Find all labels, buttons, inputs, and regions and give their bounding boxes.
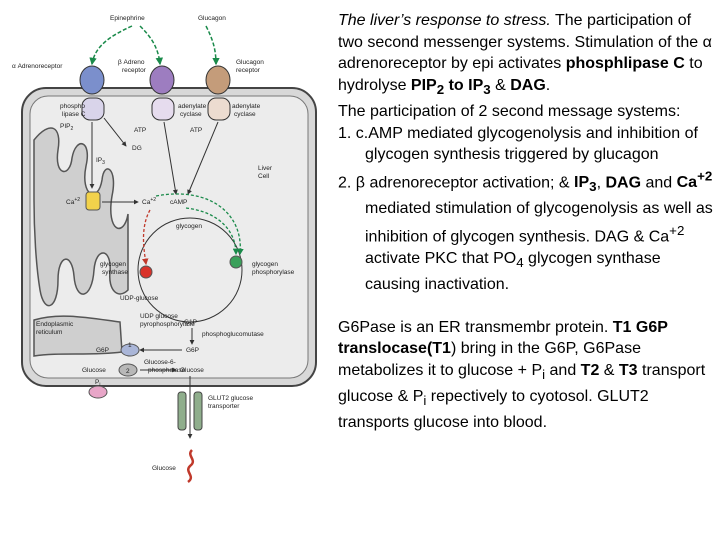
- er-label-2: reticulum: [36, 329, 62, 336]
- glycogen-phosphorylase-node: [229, 255, 243, 269]
- t1-label: 1: [128, 342, 132, 349]
- glucagon-receptor-label-2: receptor: [236, 67, 261, 74]
- udp-ppase-label-1: UDP glucose: [140, 313, 178, 320]
- alpha-receptor-label: α Adrenoreceptor: [12, 63, 63, 70]
- gp-label-2: phosphorylase: [252, 269, 295, 276]
- liver-cell-label-1: Liver: [258, 165, 273, 172]
- glycogen-synthase-node: [139, 265, 153, 279]
- ca-er-label: Ca+2: [66, 197, 80, 206]
- plc-label-1: phospho: [60, 103, 85, 110]
- g1p-label: G1P: [184, 319, 197, 326]
- gp-label-1: glycogen: [252, 261, 278, 268]
- liver-cell-label-2: Cell: [258, 173, 270, 180]
- atp-label-1: ATP: [134, 127, 146, 134]
- alpha-receptor: [79, 65, 105, 95]
- camp-arrow-2: [187, 121, 219, 195]
- beta-receptor-label-1: β Adreno: [118, 59, 145, 66]
- pgm-label: phosphoglucomutase: [202, 331, 264, 338]
- list-item-1: 1. c.AMP mediated glycogenolysis and inh…: [338, 124, 698, 164]
- title: The liver’s response to stress.: [338, 12, 551, 29]
- camp-to-phosphorylase: [185, 207, 240, 256]
- er-label-1: Endoplasmic: [36, 321, 74, 328]
- glucose-cyt-label: Glucose: [180, 367, 204, 374]
- glut2-right: [193, 391, 203, 431]
- adenylate-cyclase-2: [207, 97, 231, 121]
- ca-channel: [85, 191, 101, 211]
- adenylate-cyclase-1: [151, 97, 175, 121]
- dg-label: DG: [132, 145, 142, 152]
- epi-to-beta-arrow: [139, 25, 164, 66]
- ac1-label-1: adenylate: [178, 103, 207, 110]
- ca-to-phosphorylase: [155, 193, 244, 256]
- dg-arrow: [103, 117, 127, 147]
- g6pase-label-1: Glucose-6-: [144, 359, 176, 366]
- gs-label-2: synthase: [102, 269, 128, 276]
- g6p-er-label: G6P: [96, 347, 109, 354]
- ac2-label-1: adenylate: [232, 103, 261, 110]
- transporter-t2: [118, 363, 138, 377]
- glycogen-cycle: [137, 217, 243, 323]
- glycogen-label: glycogen: [176, 223, 202, 230]
- pip2-label: PIP2: [60, 123, 73, 132]
- gs-label-1: glycogen: [100, 261, 126, 268]
- glucagon-label: Glucagon: [198, 15, 226, 22]
- glucagon-receptor: [205, 65, 231, 95]
- ac1-label-2: cyclase: [180, 111, 202, 118]
- glut2-label-1: GLUT2 glucose: [208, 395, 254, 402]
- plc-label-2: lipase C: [62, 111, 86, 118]
- ca-cyt-label: Ca+2: [142, 197, 156, 206]
- explanation-text: The liver’s response to stress. The part…: [338, 10, 716, 434]
- endoplasmic-reticulum: [33, 127, 129, 307]
- udp-glucose-label: UDP-glucose: [120, 295, 159, 302]
- udp-ppase-label-2: pyrophosphorylase: [140, 321, 195, 328]
- glucagon-to-receptor-arrow: [205, 25, 220, 66]
- translocase-t1: [120, 343, 140, 357]
- list-item-2: 2. β adrenoreceptor activation; & IP3, D…: [338, 169, 713, 293]
- paragraph-1: The liver’s response to stress. The part…: [338, 12, 712, 98]
- phospholipase-c: [81, 97, 105, 121]
- epi-to-alpha-arrow: [89, 25, 133, 66]
- t2-label: 2: [126, 368, 130, 375]
- liver-cell-diagram: Epinephrine Glucagon α Adrenoreceptor β …: [12, 15, 317, 483]
- camp-arrow-1: [163, 121, 178, 195]
- blood-glucose-squiggle: [187, 449, 195, 483]
- epinephrine-label: Epinephrine: [110, 15, 145, 22]
- glucagon-receptor-label-1: Glucagon: [236, 59, 264, 66]
- glut2-label-2: transporter: [208, 403, 240, 410]
- transporter-t3: [88, 385, 108, 399]
- glut2-left: [177, 391, 187, 431]
- beta-receptor-label-2: receptor: [122, 67, 147, 74]
- pi-label: Pi: [95, 379, 100, 388]
- ac2-label-2: cyclase: [234, 111, 256, 118]
- camp-label: cAMP: [170, 199, 187, 206]
- glucose-out-label: Glucose: [152, 465, 176, 472]
- paragraph-2: The participation of 2 second message sy…: [338, 103, 681, 120]
- cytosol: [29, 95, 309, 379]
- glucose-er-label: Glucose: [82, 367, 106, 374]
- atp-label-2: ATP: [190, 127, 202, 134]
- beta-receptor: [149, 65, 175, 95]
- ip3-label: IP3: [96, 157, 105, 166]
- ca-to-synthase-inhibit: [142, 209, 151, 266]
- paragraph-3: G6Pase is an ER transmembr protein. T1 G…: [338, 318, 706, 431]
- g6p-cyt-label: G6P: [186, 347, 199, 354]
